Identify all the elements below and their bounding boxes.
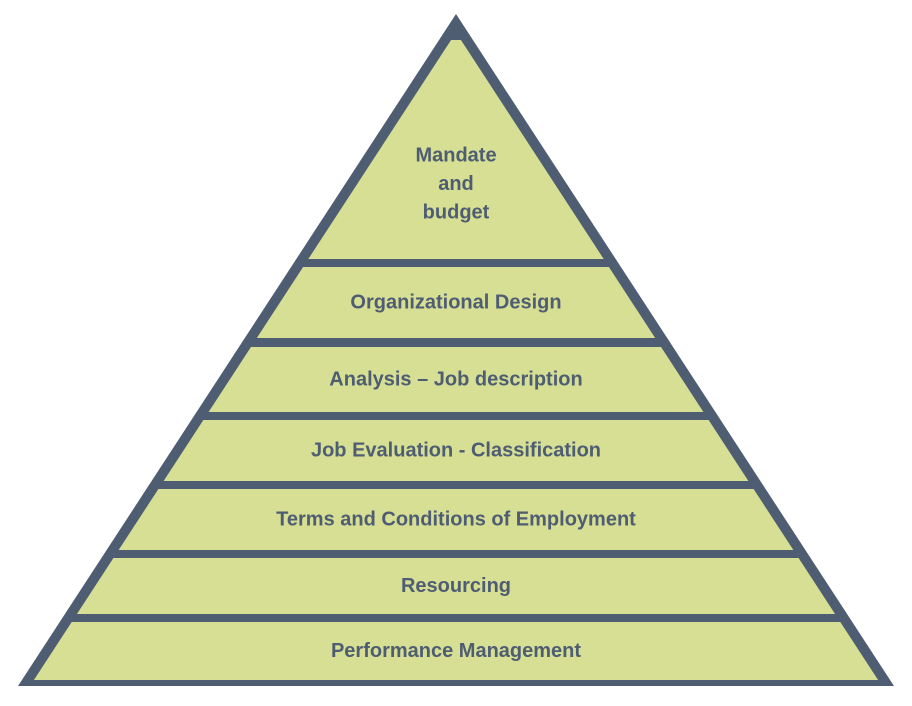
pyramid-level-2-label: Organizational Design bbox=[350, 292, 561, 314]
pyramid-level-7 bbox=[33, 622, 879, 680]
pyramid-level-3 bbox=[208, 347, 704, 412]
pyramid-level-7-label: Performance Management bbox=[331, 640, 581, 662]
pyramid-level-5-label: Terms and Conditions of Employment bbox=[276, 509, 636, 531]
pyramid-level-2 bbox=[256, 267, 656, 338]
pyramid-level-1-label: budget bbox=[423, 202, 490, 224]
pyramid-level-3-label: Analysis – Job description bbox=[329, 369, 582, 391]
pyramid-level-1-label: and bbox=[438, 173, 474, 195]
pyramid-level-4 bbox=[163, 420, 749, 481]
pyramid-level-6-label: Resourcing bbox=[401, 575, 511, 597]
pyramid-level-4-label: Job Evaluation - Classification bbox=[311, 440, 601, 462]
pyramid-level-1-label: Mandate bbox=[415, 145, 496, 167]
pyramid-level-1 bbox=[308, 40, 604, 259]
pyramid-level-6 bbox=[76, 558, 836, 614]
pyramid-level-5 bbox=[118, 489, 794, 550]
